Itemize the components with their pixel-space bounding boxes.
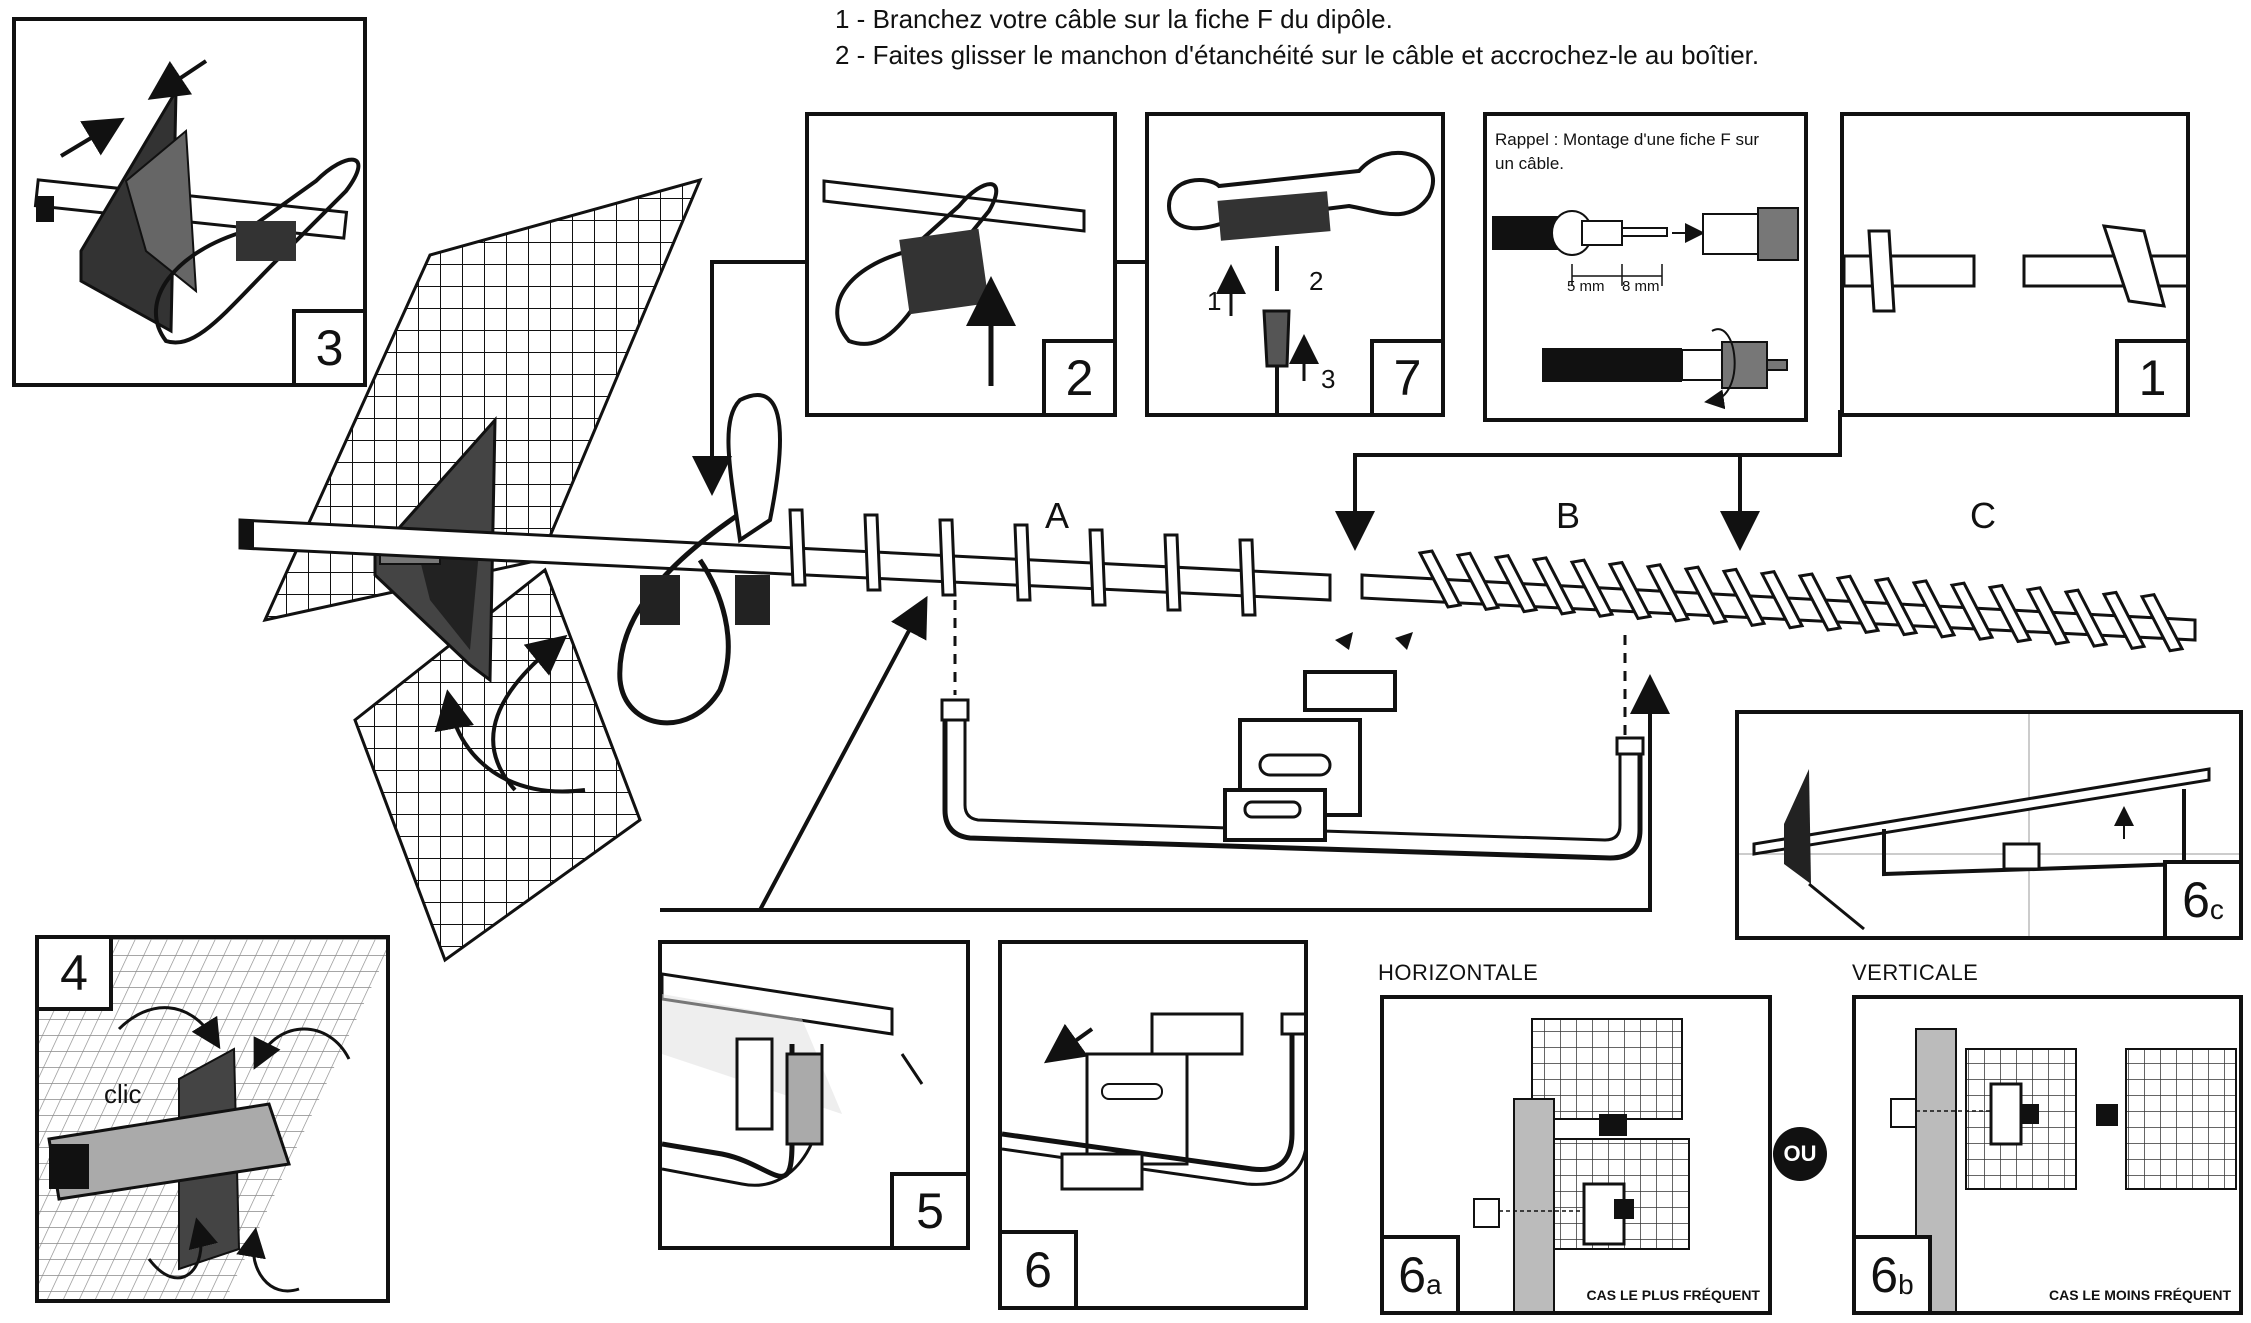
panel-number-2: 2: [1042, 339, 1113, 413]
director-element: [1455, 551, 1501, 611]
panel-6a-num: 6: [1398, 1247, 1427, 1303]
director-element: [1417, 549, 1463, 609]
director-element: [2139, 593, 2185, 653]
panel-step-6: 6: [998, 940, 1308, 1310]
panel-step-3: 3: [12, 17, 367, 387]
director-element: [1493, 553, 1539, 614]
dipole-arm: [726, 393, 782, 544]
director-element: [1531, 556, 1577, 616]
director-element: [2025, 586, 2071, 646]
director-element: [1607, 560, 1653, 621]
director-element: [1683, 565, 1729, 625]
vertical-case: CAS LE MOINS FRÉQUENT: [2048, 1287, 2231, 1303]
rappel-dim-2: 8 mm: [1622, 278, 1660, 295]
rappel-text-1: Rappel : Montage d'une fiche F sur: [1495, 130, 1760, 149]
director-element: [788, 508, 807, 587]
p7-step-1: 1: [1207, 286, 1222, 316]
fold-arrow-1: [491, 634, 568, 792]
or-badge: OU: [1773, 1127, 1827, 1181]
directors-section-a: [788, 508, 1257, 617]
director-element: [1238, 538, 1257, 617]
rappel-text-2: un câble.: [1495, 154, 1564, 173]
mast-clamp-drawing: [940, 632, 1645, 861]
panel-step-7: 1 2 3 7: [1145, 112, 1445, 417]
director-element: [1759, 570, 1805, 630]
panel-number-3: 3: [292, 309, 363, 383]
panel-rappel: Rappel : Montage d'une fiche F sur un câ…: [1483, 112, 1808, 422]
panel-4-clic-label: clic: [104, 1079, 142, 1109]
horizontal-title: HORIZONTALE: [1378, 960, 1539, 985]
panel-number-4: 4: [39, 939, 113, 1011]
director-element: [1569, 558, 1615, 618]
boom-section-a: [238, 518, 1332, 602]
panel-6c-num: 6: [2182, 872, 2210, 928]
directors-section-bc: [1417, 549, 2185, 653]
section-label-a: A: [1045, 495, 1070, 536]
rappel-dim-1: 5 mm: [1567, 278, 1605, 295]
director-element: [1645, 563, 1691, 623]
panel-number-1: 1: [2115, 339, 2186, 413]
director-element: [1721, 567, 1767, 628]
vertical-title: VERTICALE: [1852, 960, 1979, 985]
director-element: [2101, 590, 2147, 651]
director-element: [1797, 572, 1843, 632]
dipole-box-right: [735, 575, 770, 625]
panel-number-6: 6: [1002, 1230, 1078, 1306]
panel-6b-num: 6: [1870, 1247, 1899, 1303]
fold-arrow-2: [434, 689, 586, 794]
director-element: [938, 518, 957, 597]
panel-6a-sub: a: [1426, 1269, 1442, 1300]
panel-step-4: clic 4: [35, 935, 390, 1303]
section-label-b: B: [1556, 495, 1581, 536]
panel-step-1: 1: [1840, 112, 2190, 417]
instruction-1: 1 - Branchez votre câble sur la fiche F …: [835, 4, 1393, 34]
panel-step-5: 5: [658, 940, 970, 1250]
panel-number-7: 7: [1370, 339, 1441, 413]
section-label-c: C: [1970, 495, 1996, 536]
panel-number-5: 5: [890, 1172, 966, 1246]
director-element: [1949, 581, 1995, 641]
horizontal-case: CAS LE PLUS FRÉQUENT: [1586, 1287, 1760, 1303]
director-element: [1835, 574, 1881, 634]
dipole-box-left: [640, 575, 680, 625]
director-element: [1911, 579, 1957, 639]
director-element: [1987, 583, 2033, 644]
p7-step-2: 2: [1309, 266, 1324, 296]
panel-6c-sub: c: [2209, 894, 2224, 925]
dipole-loop: [617, 497, 762, 726]
director-element: [2063, 588, 2109, 648]
director-element: [863, 513, 882, 592]
director-element: [1013, 523, 1032, 602]
director-element: [1873, 576, 1919, 637]
instruction-2: 2 - Faites glisser le manchon d'étanchéi…: [835, 40, 1760, 70]
p7-step-3: 3: [1321, 364, 1336, 394]
director-element: [1088, 528, 1107, 607]
director-element: [1163, 533, 1182, 612]
panel-6b-sub: b: [1898, 1269, 1914, 1300]
panel-step-2: 2: [805, 112, 1117, 417]
